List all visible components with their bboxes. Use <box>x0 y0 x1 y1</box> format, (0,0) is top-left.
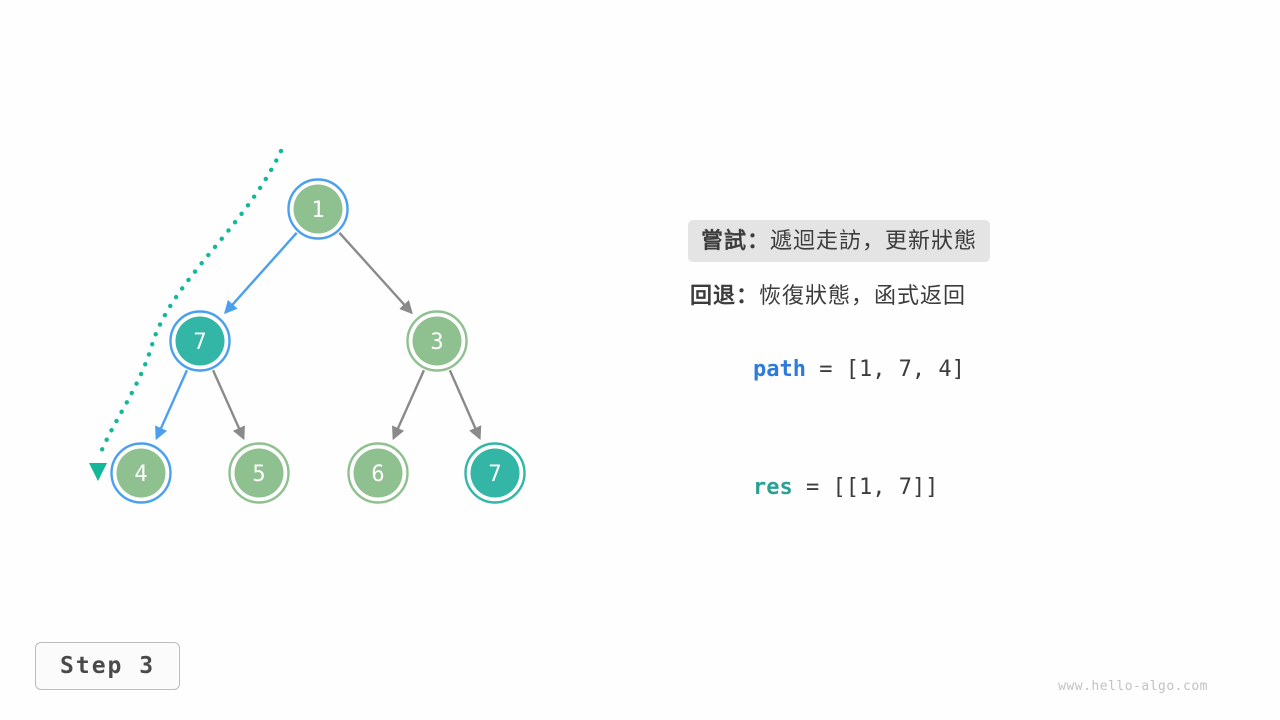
tree-node-value: 7 <box>193 330 206 355</box>
tree-node-7: 7 <box>169 310 231 372</box>
try-text: 遞迴走訪，更新狀態 <box>770 228 978 253</box>
res-variable-line: res = [[1, 7]] <box>700 449 938 527</box>
tree-edge-1-7 <box>224 232 298 315</box>
tree-node-6: 6 <box>347 442 409 504</box>
res-keyword: res <box>752 475 793 500</box>
step-label: Step 3 <box>60 653 156 679</box>
tree-node-value: 1 <box>311 198 324 223</box>
try-label: 嘗試： <box>701 228 771 253</box>
tree-node-3: 3 <box>406 310 468 372</box>
tree-node-value: 6 <box>371 462 384 487</box>
backtrack-label: 回退： <box>690 283 760 308</box>
tree-edge-1-3 <box>338 231 413 315</box>
path-value: = [1, 7, 4] <box>805 357 965 382</box>
tree-edge-3-7 <box>448 369 482 441</box>
tree-node-value: 4 <box>134 462 147 487</box>
backtrack-text: 恢復狀態，函式返回 <box>759 283 967 308</box>
tree-node-1: 1 <box>287 178 349 240</box>
tree-node-value: 5 <box>252 462 265 487</box>
tree-node-value: 7 <box>488 462 501 487</box>
tree-node-5: 5 <box>228 442 290 504</box>
tree-edge-7-5 <box>211 369 245 441</box>
backtrack-annotation: 回退：恢復狀態，函式返回 <box>690 283 966 309</box>
res-value: = [[1, 7]] <box>792 475 939 500</box>
tree-node-4: 4 <box>110 442 172 504</box>
tree-edge-7-4 <box>155 369 189 441</box>
tree-edge-3-6 <box>392 369 426 441</box>
step-badge: Step 3 <box>35 642 181 690</box>
tree-node-value: 3 <box>430 330 443 355</box>
path-variable-line: path = [1, 7, 4] <box>700 331 965 409</box>
traversal-arrowhead-icon <box>89 463 107 481</box>
path-keyword: path <box>752 357 806 382</box>
traversal-dotted-path <box>96 148 284 460</box>
try-annotation: 嘗試：遞迴走訪，更新狀態 <box>688 220 991 262</box>
tree-node-7: 7 <box>464 442 526 504</box>
watermark: www.hello-algo.com <box>1058 679 1208 694</box>
